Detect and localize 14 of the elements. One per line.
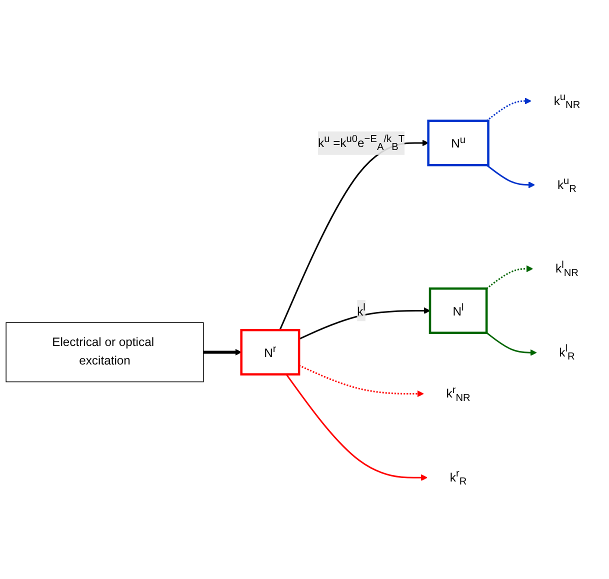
arrow (486, 164, 535, 188)
arrow (486, 98, 532, 122)
node-box: Electrical or optical excitation (6, 322, 204, 382)
node-box: N$^{r}$ (240, 329, 300, 376)
arrow (486, 332, 537, 356)
arrow (298, 364, 424, 398)
edge-label: k$^{l}$ (357, 302, 366, 319)
arrow (279, 140, 429, 331)
arrow (286, 374, 428, 482)
node-box: N$^{l}$ (428, 288, 488, 334)
arrow (486, 266, 534, 290)
arrow (203, 349, 242, 356)
arrow (298, 308, 430, 340)
node-box: N$^{u}$ (427, 120, 490, 166)
